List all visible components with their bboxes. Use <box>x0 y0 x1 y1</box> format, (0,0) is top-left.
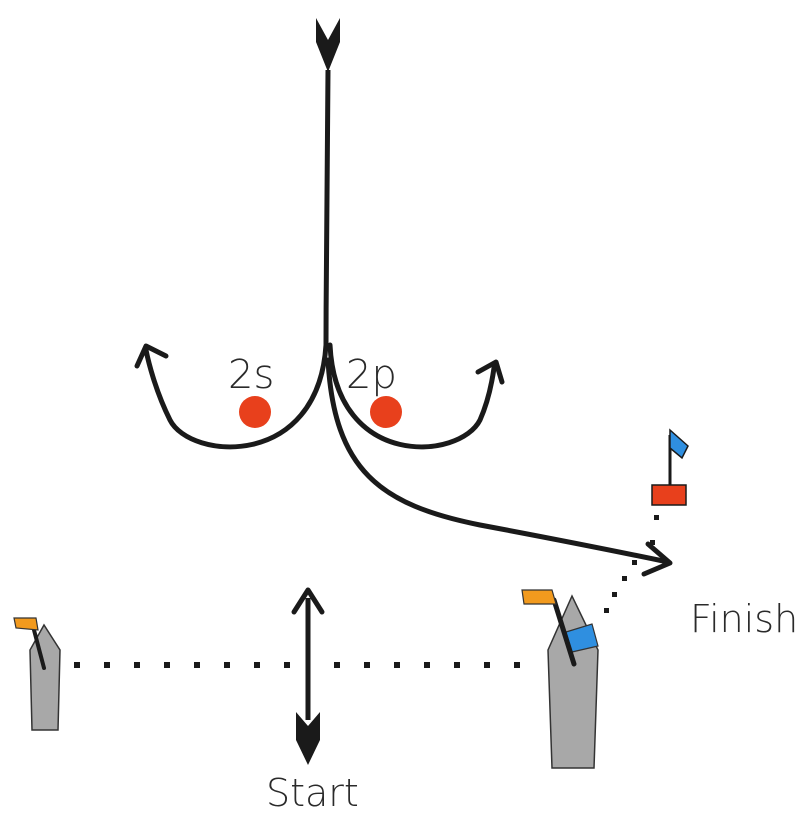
mark-2p <box>370 396 402 428</box>
finish-arrowhead-icon <box>641 541 673 577</box>
finish-flag-icon <box>669 428 689 460</box>
label-start: Start <box>266 771 359 814</box>
right-arrowhead-icon <box>475 359 505 385</box>
finish-dotted-line <box>604 515 659 613</box>
committee-orange-flag-icon <box>521 589 557 605</box>
pin-flag-icon <box>13 617 39 631</box>
committee-boat <box>521 589 599 769</box>
label-2p: 2p <box>346 352 397 398</box>
left-arrowhead-icon <box>134 343 169 369</box>
start-arrowhead-icon <box>291 587 325 615</box>
boat-hull <box>547 594 599 769</box>
course-left-curve <box>143 342 329 450</box>
label-2s: 2s <box>228 352 274 398</box>
boat-hull <box>29 623 61 731</box>
finish-buoy <box>651 484 687 506</box>
label-finish: Finish <box>690 597 798 641</box>
course-finish-line <box>325 357 671 565</box>
finish-mark <box>651 428 689 506</box>
start-dotted-line <box>74 662 520 668</box>
start-arrow <box>291 587 325 765</box>
start-tail-icon <box>296 712 320 765</box>
mark-2s <box>239 396 271 428</box>
pin-end-boat <box>13 617 61 731</box>
course-right-curve <box>327 342 497 450</box>
wind-tail-icon <box>316 18 340 72</box>
course-center-line <box>323 69 331 346</box>
